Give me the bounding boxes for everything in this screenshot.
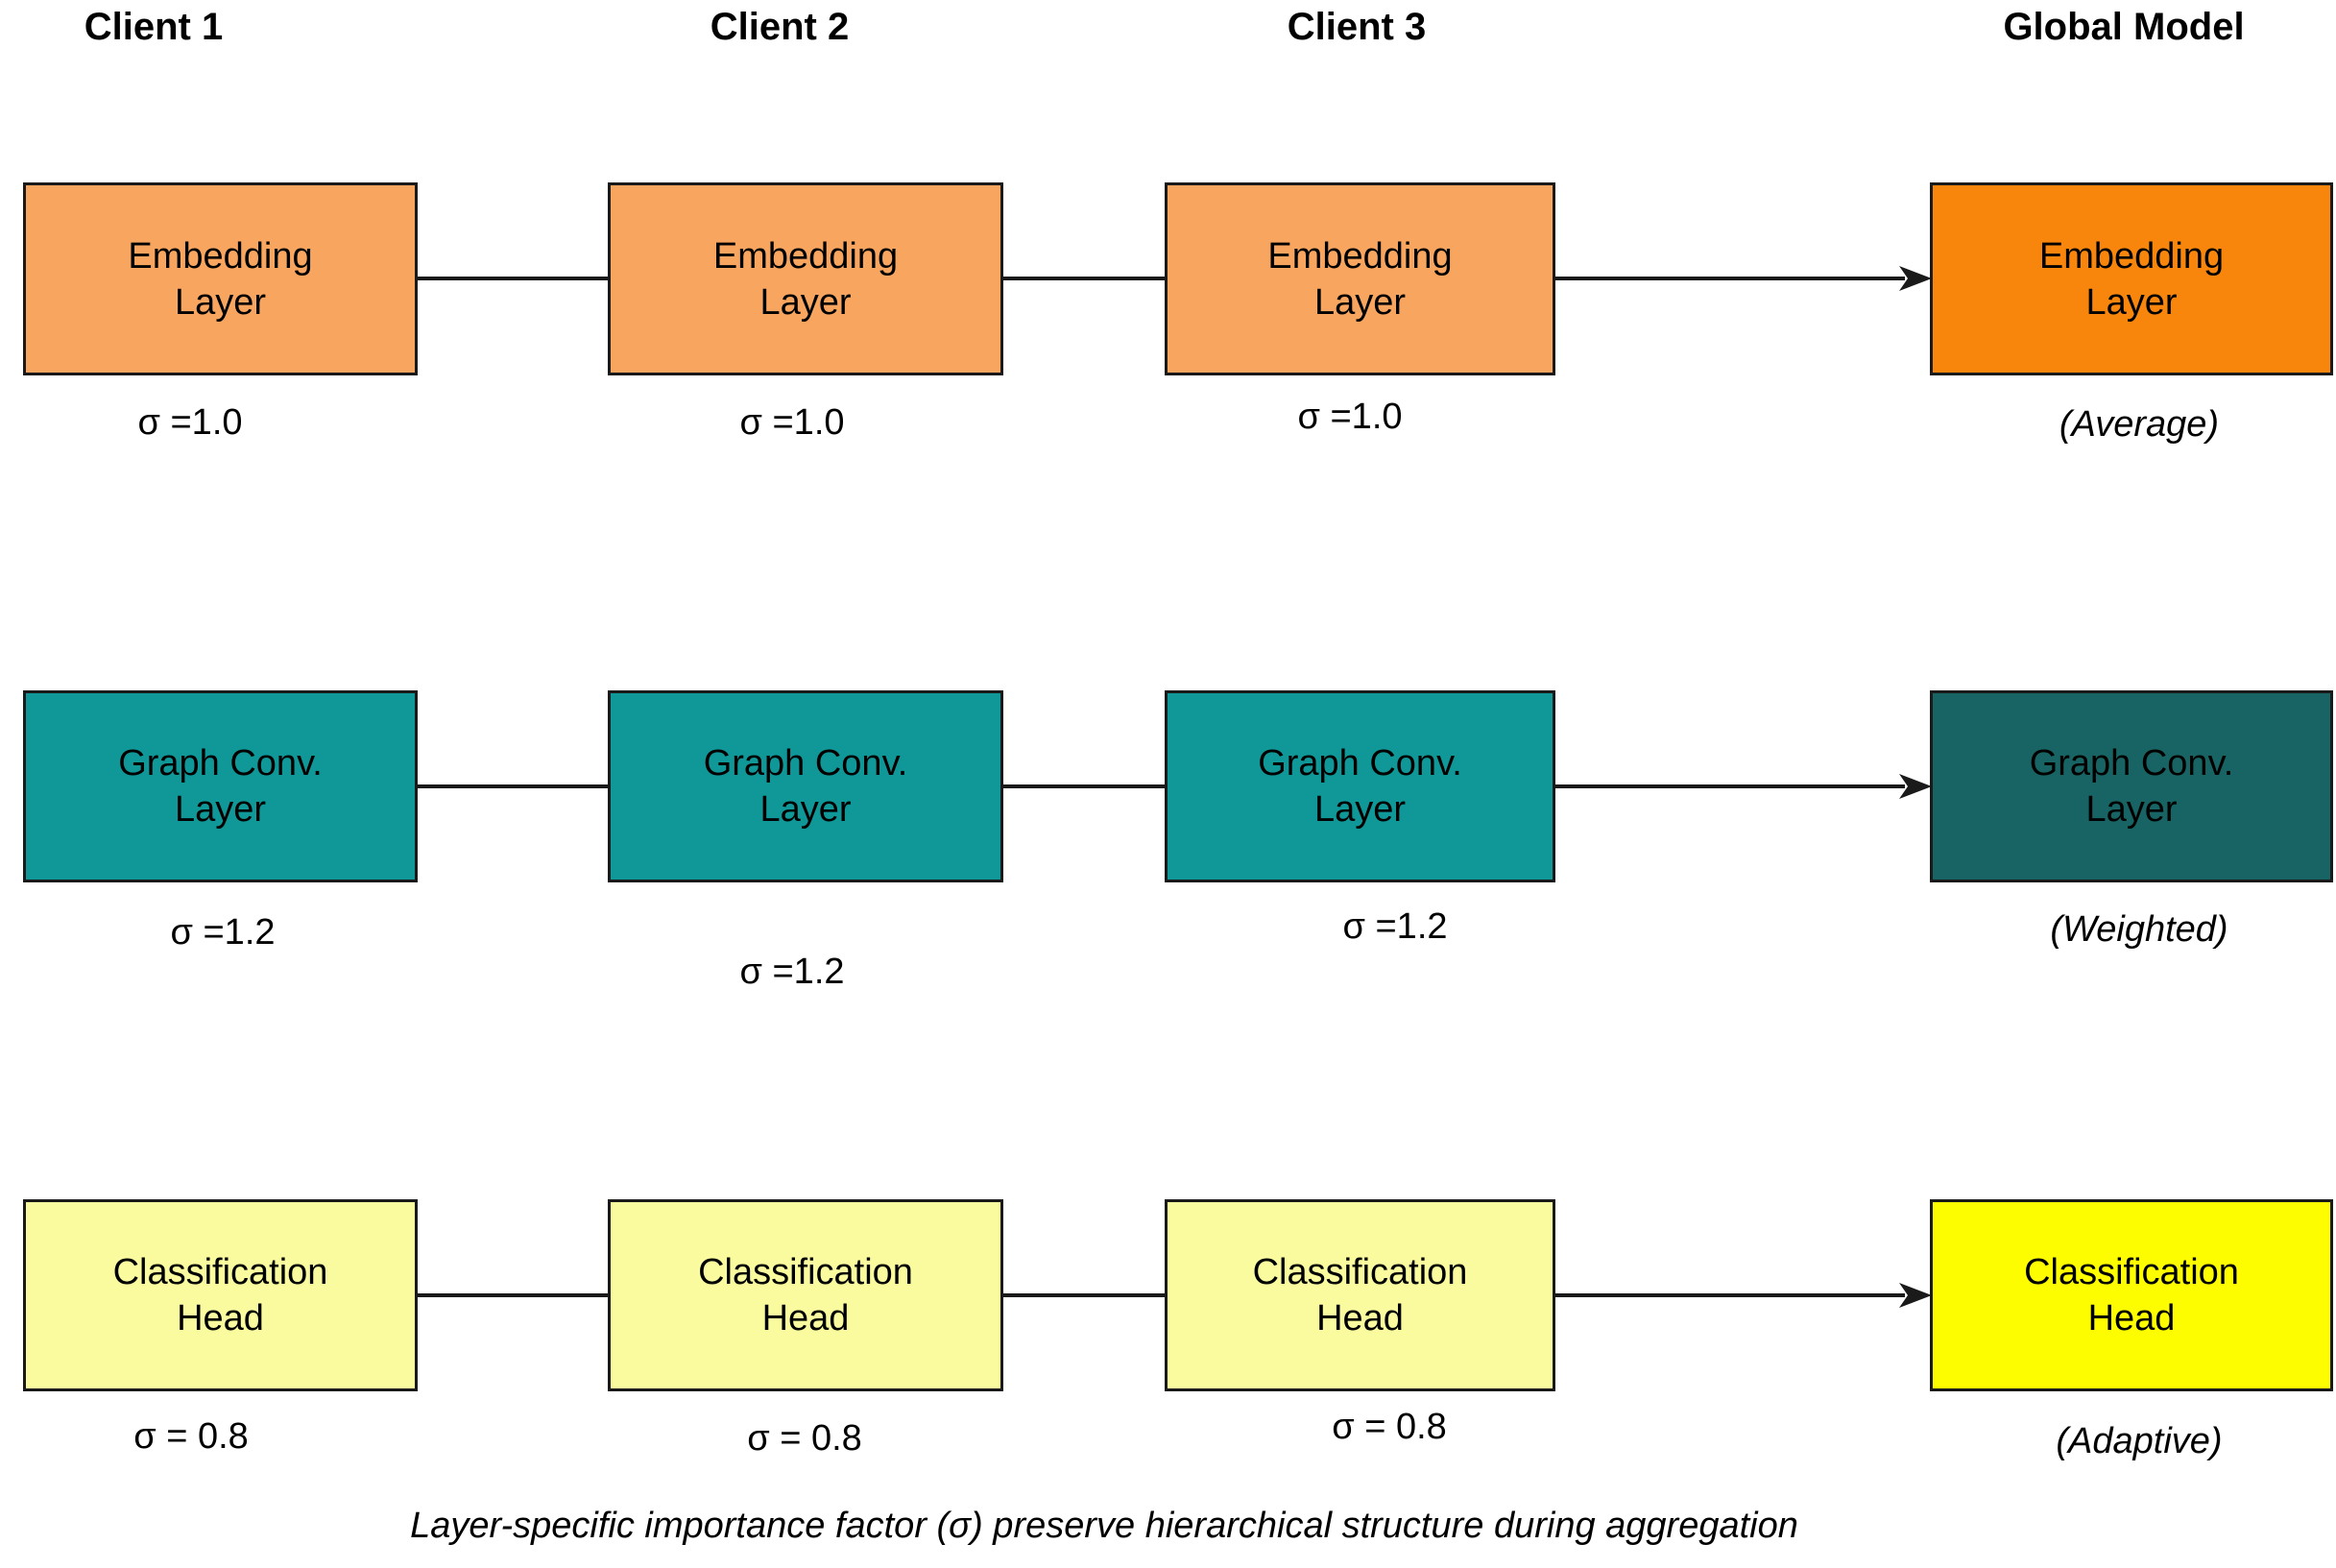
arrow-to-global-row1 [1553, 264, 1932, 293]
global-classification-mode: (Adaptive) [2056, 1421, 2223, 1461]
arrow-right-icon [1553, 266, 1932, 291]
client2-graphconv-label: Graph Conv. Layer [703, 743, 908, 830]
connector-c2-c3-row2 [1001, 784, 1165, 788]
client1-graphconv-box: Graph Conv. Layer [23, 690, 418, 882]
arrow-right-icon [1553, 774, 1932, 799]
client2-embedding-label: Embedding Layer [712, 235, 899, 323]
client3-embedding-box: Embedding Layer [1165, 182, 1555, 375]
client2-graphconv-sigma: σ =1.2 [739, 952, 845, 992]
client2-classification-sigma: σ = 0.8 [747, 1418, 862, 1459]
client3-graphconv-label: Graph Conv. Layer [1258, 743, 1462, 830]
client3-graphconv-sigma: σ =1.2 [1342, 906, 1448, 947]
client3-embedding-sigma: σ =1.0 [1297, 397, 1403, 437]
connector-c1-c2-row3 [416, 1293, 608, 1297]
client3-graphconv-box: Graph Conv. Layer [1165, 690, 1555, 882]
connector-c2-c3-row1 [1001, 277, 1165, 280]
connector-c1-c2-row1 [416, 277, 608, 280]
client2-embedding-box: Embedding Layer [608, 182, 1003, 375]
figure-caption: Layer-specific importance factor (σ) pre… [410, 1506, 1798, 1546]
client1-classification-box: Classification Head [23, 1199, 418, 1391]
client3-classification-label: Classification Head [1252, 1252, 1468, 1339]
global-embedding-mode: (Average) [2059, 404, 2220, 445]
arrow-right-icon [1553, 1283, 1932, 1308]
client1-embedding-label: Embedding Layer [128, 235, 313, 323]
client1-graphconv-sigma: σ =1.2 [170, 912, 276, 953]
client2-graphconv-box: Graph Conv. Layer [608, 690, 1003, 882]
arrow-to-global-row3 [1553, 1281, 1932, 1310]
client2-classification-label: Classification Head [698, 1252, 913, 1339]
connector-c2-c3-row3 [1001, 1293, 1165, 1297]
arrow-to-global-row2 [1553, 772, 1932, 801]
header-global-model: Global Model [2003, 6, 2245, 48]
global-embedding-box: Embedding Layer [1930, 182, 2333, 375]
connector-c1-c2-row2 [416, 784, 608, 788]
global-graphconv-mode: (Weighted) [2050, 909, 2228, 950]
global-graphconv-label: Graph Conv. Layer [2029, 743, 2234, 830]
client1-embedding-sigma: σ =1.0 [137, 402, 243, 443]
global-classification-label: Classification Head [2024, 1252, 2239, 1339]
client3-embedding-label: Embedding Layer [1267, 235, 1453, 323]
global-graphconv-box: Graph Conv. Layer [1930, 690, 2333, 882]
client3-classification-sigma: σ = 0.8 [1332, 1407, 1447, 1447]
client2-classification-box: Classification Head [608, 1199, 1003, 1391]
client1-classification-label: Classification Head [112, 1252, 328, 1339]
header-client1: Client 1 [84, 6, 224, 48]
client1-embedding-box: Embedding Layer [23, 182, 418, 375]
client3-classification-box: Classification Head [1165, 1199, 1555, 1391]
global-classification-box: Classification Head [1930, 1199, 2333, 1391]
header-client3: Client 3 [1287, 6, 1427, 48]
header-client2: Client 2 [710, 6, 850, 48]
client1-classification-sigma: σ = 0.8 [133, 1416, 249, 1457]
global-embedding-label: Embedding Layer [2038, 235, 2225, 323]
client1-graphconv-label: Graph Conv. Layer [118, 743, 323, 830]
client2-embedding-sigma: σ =1.0 [739, 402, 845, 443]
